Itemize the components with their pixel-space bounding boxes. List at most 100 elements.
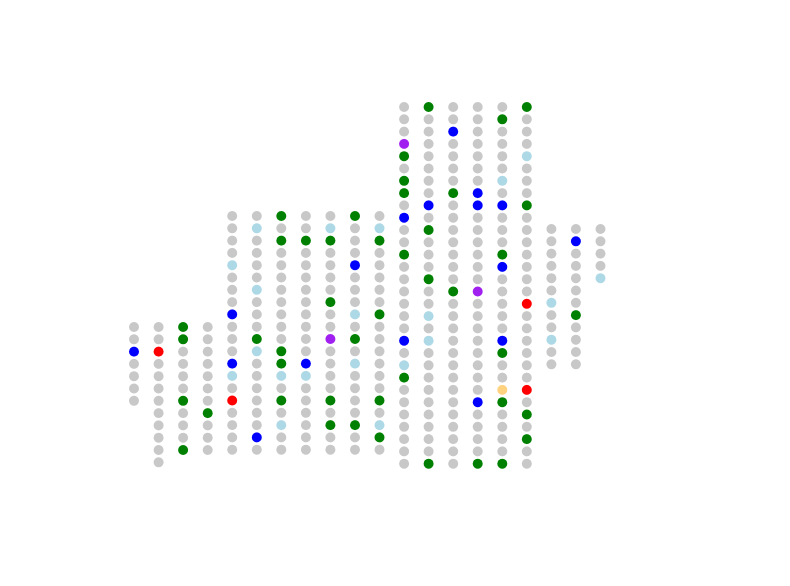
green-dot <box>300 235 311 246</box>
green-dot <box>423 274 434 285</box>
blue-dot <box>227 358 238 369</box>
gray-dot <box>178 420 189 431</box>
gray-dot <box>570 285 581 296</box>
gray-dot <box>350 284 360 295</box>
lightblue-dot <box>276 370 287 381</box>
gray-dot <box>570 224 581 234</box>
gray-dot <box>300 309 311 320</box>
gray-dot <box>448 163 459 174</box>
gray-dot <box>423 286 434 297</box>
lightblue-dot <box>300 370 311 381</box>
gray-dot <box>399 384 410 395</box>
gray-dot <box>546 236 557 247</box>
gray-dot <box>521 446 532 457</box>
green-dot <box>350 420 360 431</box>
gray-dot <box>374 272 385 283</box>
gray-dot <box>423 188 434 199</box>
blue-dot <box>497 335 508 346</box>
gray-dot <box>546 347 557 357</box>
gray-dot <box>423 348 434 358</box>
gray-dot <box>521 225 532 235</box>
gray-dot <box>325 370 336 381</box>
gray-dot <box>178 432 189 443</box>
gray-dot <box>497 102 508 112</box>
gray-dot <box>595 236 606 247</box>
gray-dot <box>448 311 459 322</box>
gray-dot <box>129 358 139 369</box>
gray-dot <box>472 261 483 272</box>
gray-dot <box>251 247 262 258</box>
gray-dot <box>472 446 483 457</box>
gray-dot <box>129 395 139 406</box>
gray-dot <box>399 458 410 469</box>
gray-dot <box>521 421 532 432</box>
gray-dot <box>546 322 557 333</box>
gray-dot <box>546 310 557 321</box>
gray-dot <box>448 225 459 235</box>
lightblue-dot <box>399 360 410 371</box>
gray-dot <box>521 360 532 371</box>
lightblue-dot <box>546 297 557 308</box>
gray-dot <box>472 225 483 235</box>
gray-dot <box>570 347 581 357</box>
gray-dot <box>276 444 287 455</box>
gray-dot <box>399 298 410 309</box>
gray-dot <box>448 421 459 432</box>
gray-dot <box>399 261 410 272</box>
gray-dot <box>399 311 410 322</box>
green-dot <box>521 200 532 211</box>
gray-dot <box>472 102 483 112</box>
green-dot <box>521 102 532 112</box>
green-dot <box>350 211 360 221</box>
green-dot <box>448 188 459 199</box>
gray-dot <box>202 322 213 332</box>
gray-dot <box>448 335 459 346</box>
red-dot <box>521 384 532 395</box>
gray-dot <box>325 272 336 283</box>
gray-dot <box>300 211 311 221</box>
gray-dot <box>497 163 508 174</box>
gray-dot <box>227 334 238 344</box>
gray-dot <box>227 235 238 246</box>
gray-dot <box>153 358 164 369</box>
gray-dot <box>472 237 483 248</box>
gray-dot <box>251 211 262 221</box>
green-dot <box>399 372 410 383</box>
gray-dot <box>472 138 483 149</box>
gray-dot <box>570 273 581 284</box>
gray-dot <box>202 334 213 345</box>
gray-dot <box>546 260 557 271</box>
gray-dot <box>472 163 483 174</box>
green-dot <box>325 235 336 246</box>
gray-dot <box>423 298 434 309</box>
gray-dot <box>227 407 238 418</box>
gray-dot <box>448 138 459 149</box>
gray-dot <box>521 212 532 223</box>
gray-dot <box>570 260 581 271</box>
gray-dot <box>472 311 483 322</box>
gray-dot <box>423 434 434 445</box>
gray-dot <box>276 432 287 443</box>
green-dot <box>423 458 434 469</box>
gray-dot <box>350 432 360 443</box>
gray-dot <box>521 311 532 322</box>
green-dot <box>399 151 410 162</box>
gray-dot <box>423 237 434 248</box>
lightblue-dot <box>374 223 385 234</box>
gray-dot <box>595 224 606 234</box>
gray-dot <box>595 248 606 259</box>
gray-dot <box>227 383 238 394</box>
gray-dot <box>325 432 336 443</box>
gray-dot <box>374 370 385 381</box>
gray-dot <box>423 446 434 457</box>
gray-dot <box>300 420 311 431</box>
green-dot <box>202 408 213 419</box>
gray-dot <box>497 126 508 137</box>
gray-dot <box>521 372 532 383</box>
gray-dot <box>227 432 238 443</box>
gray-dot <box>448 384 459 395</box>
gray-dot <box>153 395 164 406</box>
gray-dot <box>399 126 410 137</box>
gray-dot <box>374 321 385 332</box>
gray-dot <box>300 334 311 344</box>
